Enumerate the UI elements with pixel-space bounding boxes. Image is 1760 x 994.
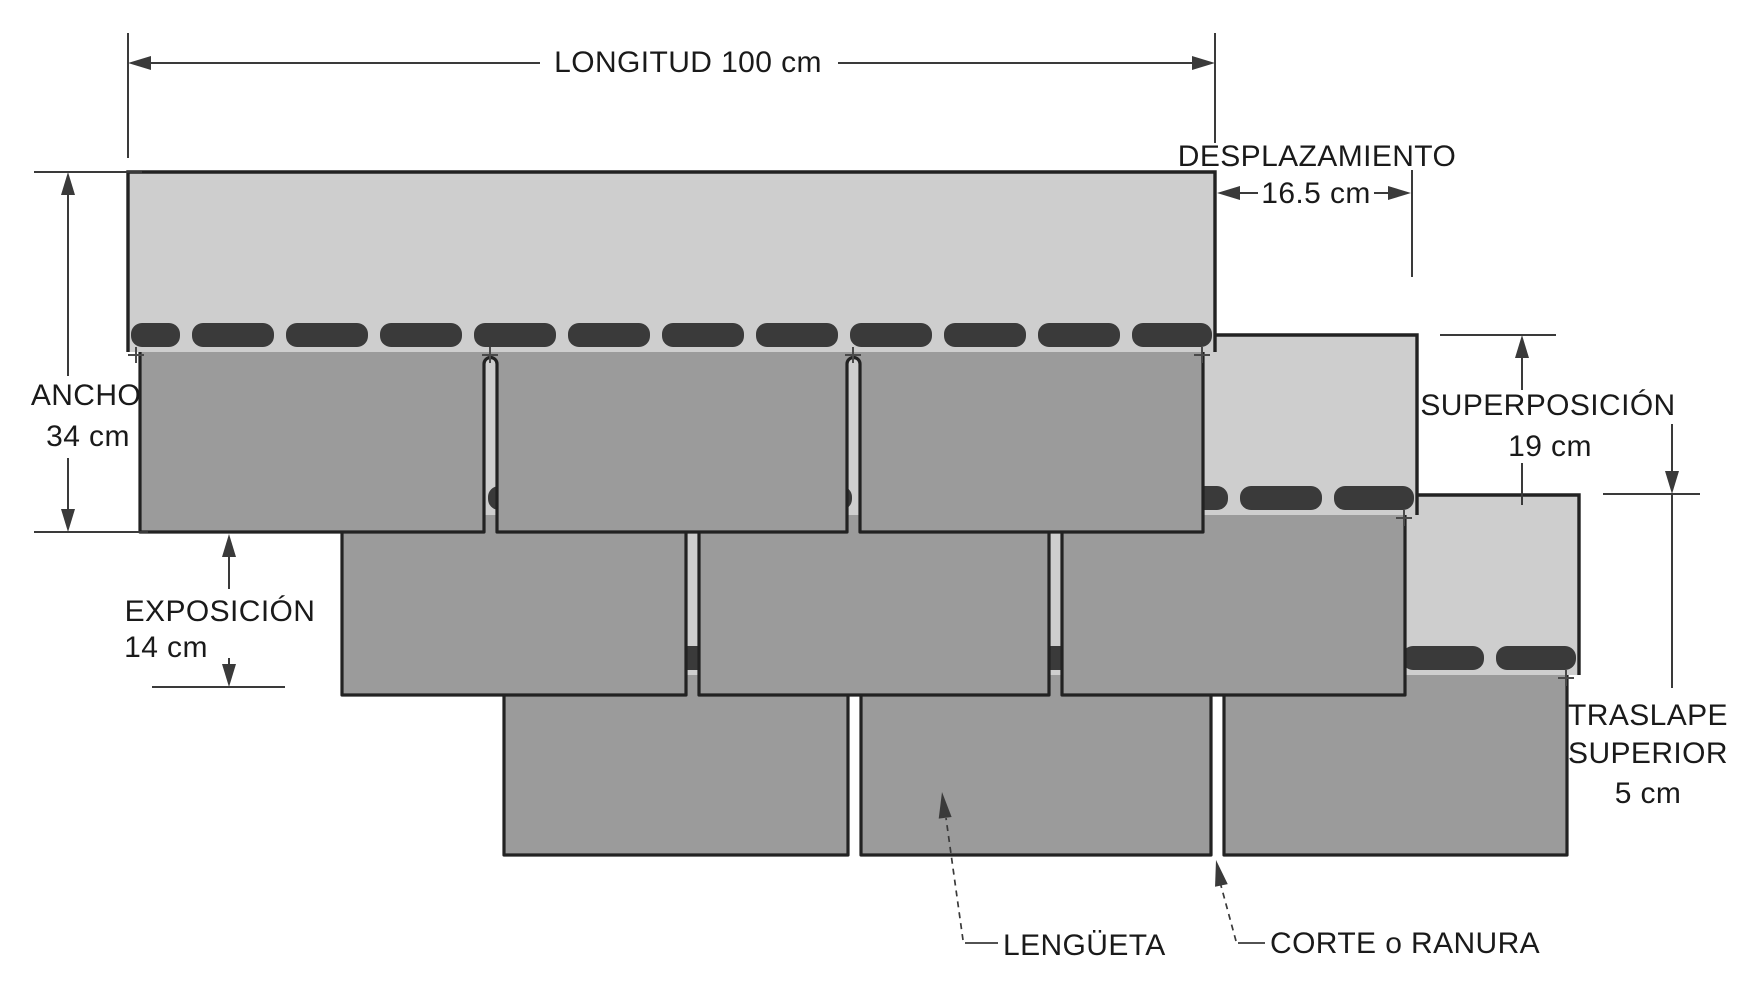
sealant-dash	[1132, 323, 1212, 347]
sealant-dash	[850, 323, 932, 347]
desplazamiento-value-label: 16.5 cm	[1261, 177, 1371, 210]
sealant-dash	[1334, 486, 1414, 510]
sealant-dash	[568, 323, 650, 347]
exposicion-dimension-label: EXPOSICIÓN	[124, 595, 316, 628]
longitud-dimension-label: LONGITUD 100 cm	[554, 46, 822, 79]
sealant-dash	[944, 323, 1026, 347]
superposicion-dimension-label: SUPERPOSICIÓN	[1420, 389, 1676, 422]
shingle-tabs	[502, 675, 1569, 857]
superposicion-value-label: 19 cm	[1508, 430, 1592, 463]
sealant-dash	[1240, 486, 1322, 510]
sealant-dash	[1496, 646, 1576, 670]
lengueta-label: LENGÜETA	[1003, 929, 1166, 962]
exposicion-value-label: 14 cm	[124, 631, 208, 664]
shingle-tabs	[340, 515, 1407, 697]
sealant-dash	[474, 323, 556, 347]
sealant-dash	[380, 323, 462, 347]
desplazamiento-dimension-label: DESPLAZAMIENTO	[1177, 140, 1457, 173]
sealant-dash	[131, 323, 180, 347]
sealant-dash	[286, 323, 368, 347]
ancho-dimension-label: ANCHO	[30, 379, 142, 412]
dimension-annotations	[34, 33, 1700, 688]
sealant-dash	[662, 323, 744, 347]
sealant-dash	[756, 323, 838, 347]
leader-callouts	[938, 792, 1265, 944]
traslape-superior-label-line1: TRASLAPE	[1568, 699, 1728, 732]
sealant-dash	[1038, 323, 1120, 347]
sealant-dash	[192, 323, 274, 347]
traslape-superior-value-label: 5 cm	[1614, 777, 1682, 810]
traslape-superior-label-line2: SUPERIOR	[1568, 737, 1728, 770]
ancho-value-label: 34 cm	[46, 420, 130, 453]
corte-o-ranura-label: CORTE o RANURA	[1270, 927, 1541, 960]
shingle-course-1	[126, 170, 1217, 534]
shingle-tabs	[138, 352, 1205, 534]
sealant-dash	[1402, 646, 1484, 670]
